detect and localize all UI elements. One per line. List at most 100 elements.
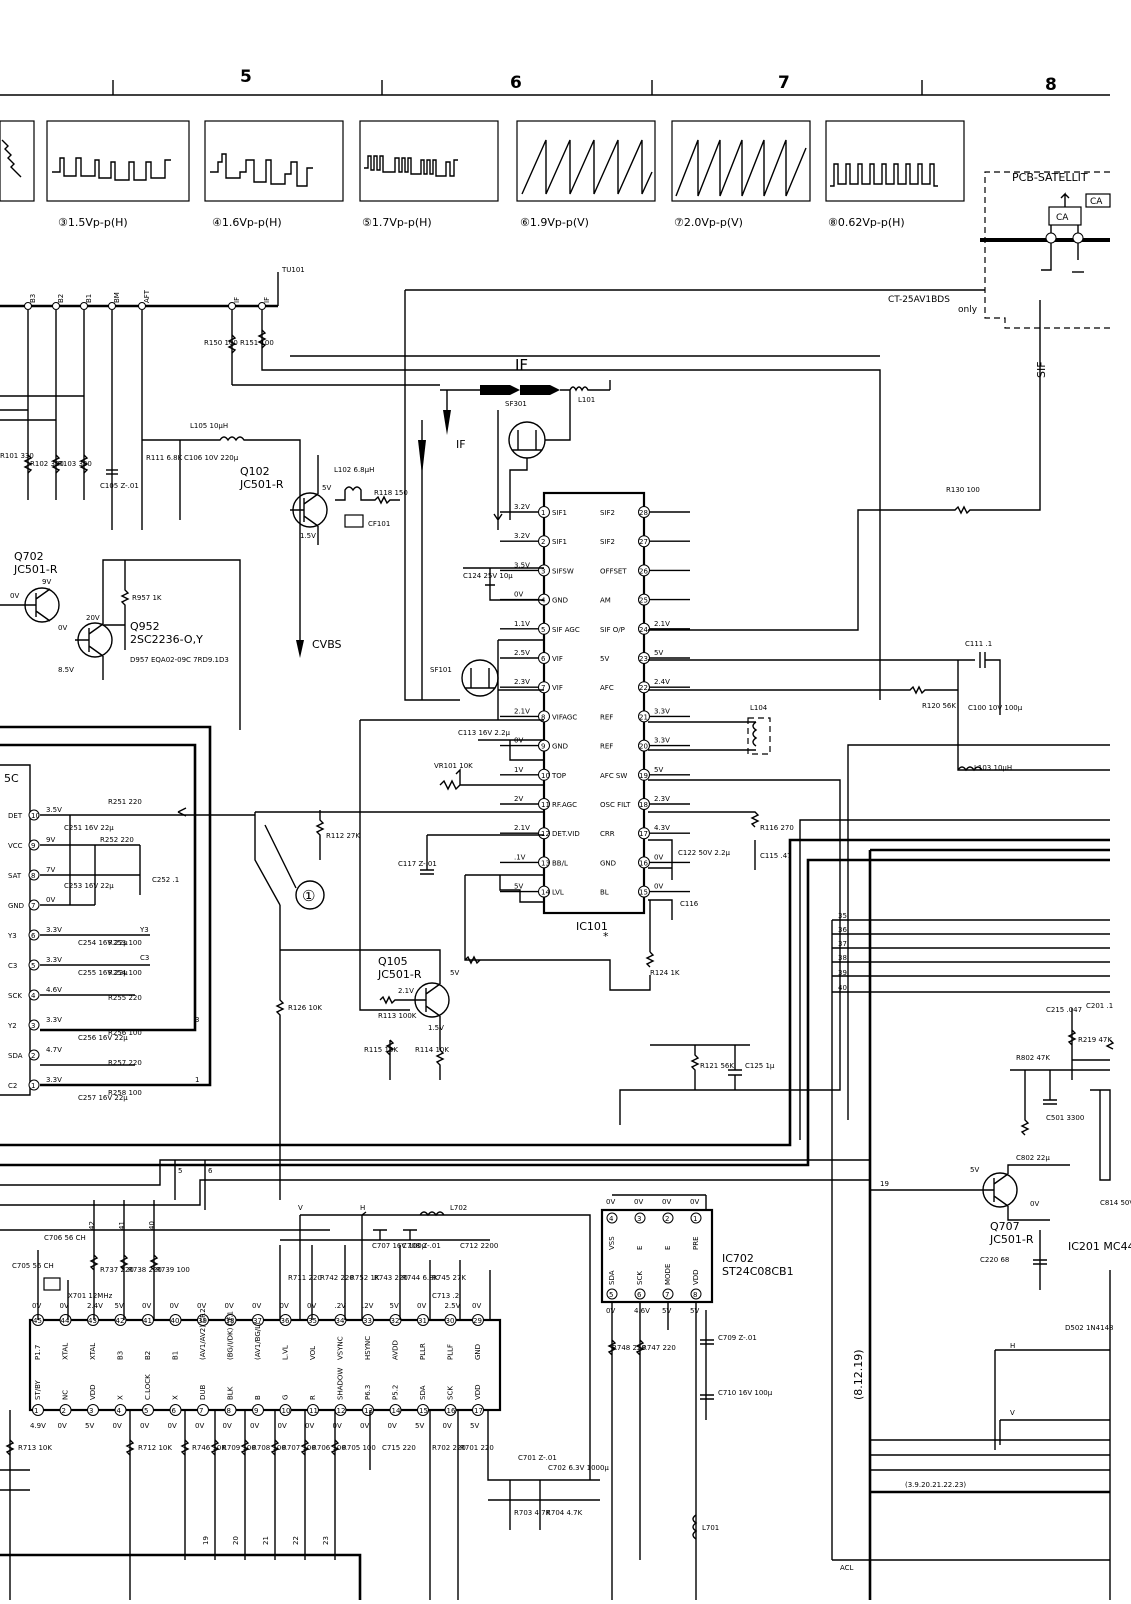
- r258-label: R258 100: [108, 1089, 142, 1097]
- micro-bottom-pin-voltage: 0V: [168, 1422, 177, 1430]
- ic101-right-pin-number: 26: [639, 567, 648, 575]
- waveform-label-5: ⑤1.7Vp-p(H): [362, 216, 432, 229]
- micro-top-pin-voltage: 2.4V: [87, 1302, 103, 1310]
- ic101-left-pin-voltage: 2.1V: [514, 824, 530, 832]
- transistor-q707: 5V 0V Q707 JC501-R 19 C814 50V .1 C220 6…: [870, 1164, 1131, 1600]
- ic702-top-pin-name: PRE: [692, 1236, 700, 1250]
- ic101-left-pin-name: VIFAGC: [552, 713, 577, 721]
- r738-label: R738 220: [128, 1266, 162, 1274]
- r712-label: R712 10K: [138, 1444, 172, 1452]
- ic702-top-pin-name: E: [636, 1246, 644, 1250]
- micro-top-pin-number: 42: [116, 1317, 125, 1325]
- bus-line-36: 36: [838, 926, 847, 934]
- ic101-right-pin-marker: [638, 622, 650, 635]
- micro-top-pin-voltage: 0V: [472, 1302, 481, 1310]
- r746-label: R746 10K: [192, 1444, 226, 1452]
- c814-label: C814 50V .1: [1100, 1199, 1131, 1207]
- ic101-left-pin-number: 13: [541, 859, 550, 867]
- r102-label: R102 330: [30, 460, 64, 468]
- q105-part: JC501-R: [377, 968, 422, 981]
- column-number-6: 6: [510, 73, 522, 93]
- c100-label: C100 10V 100μ: [968, 704, 1023, 712]
- hv-lines: H V (8.12.19) (3.9.20.21.22.23) ACL: [832, 1342, 1110, 1572]
- ic101-right-pin-name: 5V: [600, 655, 609, 663]
- ca-module-box-2: [1085, 193, 1111, 208]
- ic101-right-pin-marker: [638, 739, 650, 752]
- ic101-left-pin-number: 14: [541, 889, 550, 897]
- y3-net-label: Y3: [139, 926, 149, 934]
- ic101-left-pin-name: GND: [552, 597, 568, 605]
- ic-5c-pin-name: C3: [8, 962, 17, 970]
- ic702-top-pin-number: 2: [665, 1215, 669, 1223]
- r708-label: R708 100: [252, 1444, 286, 1452]
- ic101-left-pin-name: SIF AGC: [552, 626, 580, 634]
- c106-label: C106 10V 220μ: [184, 454, 239, 462]
- micro-top-pin-marker: [472, 1314, 484, 1326]
- r103-label: R103 330: [58, 460, 92, 468]
- micro-bottom-pin-number: 6: [172, 1407, 177, 1415]
- r744-label: R744 6.8K: [402, 1274, 439, 1282]
- ic702-bottom-pin-marker: [634, 1288, 646, 1300]
- r739-label: R739 100: [156, 1266, 190, 1274]
- micro-top-pin-number: 37: [253, 1317, 262, 1325]
- ic101-left-pin-marker: [538, 856, 550, 869]
- if-arrow-1: [480, 385, 520, 395]
- ic-5c-pin-voltage: 7V: [46, 866, 55, 874]
- ic101-left-pin-voltage: 2.3V: [514, 678, 530, 686]
- r957-label: R957 1K: [132, 594, 162, 602]
- ic101-left-pin-voltage: 1.1V: [514, 620, 530, 628]
- c712-label: C712 2200: [460, 1242, 498, 1250]
- micro-bottom-pins: 1ST/BY4.9V2NC0V3VDD5V4X0V5C.LOCK0V6X0V7D…: [30, 1368, 484, 1430]
- pcb-satellite-title: PCB-SATELLIT: [1012, 171, 1088, 184]
- ic702-pins: 4VSS0V3E0V2E0V1PRE0V5SDA0V6SCK4.6V7MODE5…: [606, 1198, 702, 1315]
- ic702-bottom-pin-number: 7: [665, 1291, 669, 1299]
- micro-bottom-pin-marker: [444, 1404, 457, 1416]
- c713-label: C713 .2: [432, 1292, 459, 1300]
- waveform-trace-partial: [1, 139, 22, 178]
- micro-bottom-pin-number: 10: [282, 1407, 291, 1415]
- micro-bottom-pin-name: ST/BY: [34, 1380, 42, 1400]
- ic101-left-pin-number: 9: [541, 743, 545, 751]
- micro-bottom-pin-voltage: 0V: [333, 1422, 342, 1430]
- ic101-left-pin-name: RF.AGC: [552, 801, 577, 809]
- c252-label: C252 .1: [152, 876, 179, 884]
- micro-top-pin-number: 36: [281, 1317, 290, 1325]
- waveform-box-partial: [0, 120, 35, 202]
- ic-5c-pin-number: 10: [31, 812, 40, 820]
- micro-top-pin-name: PLLR: [419, 1343, 427, 1360]
- waveform-label-4: ④1.6Vp-p(H): [212, 216, 282, 229]
- net-5-label: 5: [178, 1167, 182, 1175]
- ic702-bottom-pin-voltage: 0V: [606, 1307, 615, 1315]
- waveform-trace-3: [52, 157, 171, 181]
- micro-bottom-pin-marker: [197, 1404, 209, 1416]
- ic-5c-pin-marker: [28, 809, 40, 821]
- micro-bottom-pin-voltage: 0V: [58, 1422, 67, 1430]
- micro-top-pin-name: VSYNC: [337, 1336, 345, 1360]
- q952-voltage-1: 20V: [86, 614, 100, 622]
- ic101-right-pin-number: 23: [639, 655, 648, 663]
- ic101-left-pin-voltage: 1V: [514, 766, 523, 774]
- micro-top-pin-number: 35: [308, 1317, 317, 1325]
- ic-5c-pin-marker: [28, 869, 40, 881]
- if-arrow-3: [443, 410, 451, 435]
- ic101-body: [542, 491, 646, 915]
- ic-5c-pin-number: 5: [31, 962, 35, 970]
- micro-bottom-pin-name: VDD: [474, 1384, 482, 1400]
- ic101-left-pin-name: VIF: [552, 655, 563, 663]
- ic101-asterisk: *: [603, 930, 609, 943]
- transistor-q952: 20V 8.5V Q952 2SC2236-O,Y R957 1K D957 E…: [58, 559, 241, 730]
- micro-top-pin-name: HSYNC: [364, 1336, 372, 1360]
- c709-label: C709 Z-.01: [718, 1334, 757, 1342]
- ic-5c-pin-name: VCC: [8, 842, 23, 850]
- waveform-box-6: [516, 120, 656, 202]
- ic101-right-pin-name: AM: [600, 597, 611, 605]
- ic702-bottom-pin-number: 6: [637, 1291, 642, 1299]
- micro-bottom-pin-number: 12: [337, 1407, 346, 1415]
- ic101-right-pin-number: 28: [639, 509, 648, 517]
- c254-label: C254 16V 22μ: [78, 939, 128, 947]
- r703-label: R703 4.7K: [514, 1509, 551, 1517]
- micro-bottom-pin-marker: [417, 1404, 429, 1416]
- r126-label: R126 10K: [288, 1004, 322, 1012]
